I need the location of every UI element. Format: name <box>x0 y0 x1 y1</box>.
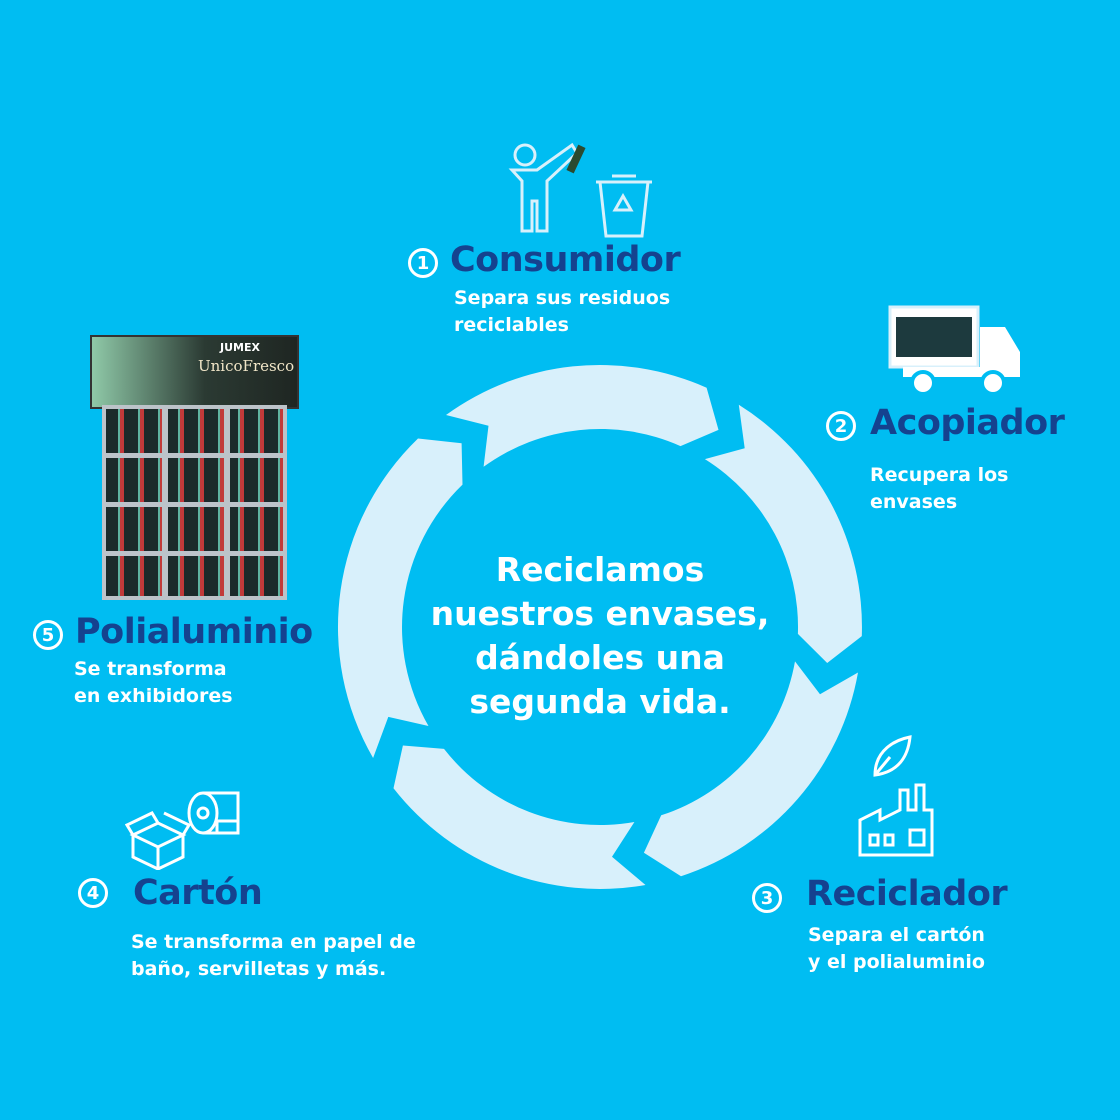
step-description-line: baño, servilletas y más. <box>131 958 387 980</box>
brand-text: JUMEX <box>220 341 260 354</box>
step-number: 3 <box>752 883 782 913</box>
display-header-panel <box>90 335 299 409</box>
center-line: segunda vida. <box>469 682 731 721</box>
step-number: 1 <box>408 248 438 278</box>
step-description-line: reciclables <box>454 314 569 336</box>
person-recycle-bin-icon <box>508 142 652 238</box>
step-number: 2 <box>826 411 856 441</box>
box-toilet-paper-icon <box>125 791 240 870</box>
step-title: Consumidor <box>450 240 681 280</box>
center-line: dándoles una <box>475 638 725 677</box>
step-description-line: y el polialuminio <box>808 951 985 973</box>
step-description-line: Se transforma <box>74 658 227 680</box>
step-title: Acopiador <box>870 403 1065 443</box>
step-description-line: envases <box>870 491 958 513</box>
factory-leaf-icon <box>858 735 934 857</box>
display-rack-image: JUMEX UnicoFresco <box>80 335 299 605</box>
step-description: Se transforma en papel de baño, servillet… <box>131 929 416 983</box>
step-description-line: Recupera los <box>870 464 1009 486</box>
step-title: Cartón <box>133 873 263 913</box>
step-description: Recupera los envases <box>870 462 1008 516</box>
step-description: Se transforma en exhibidores <box>74 656 233 710</box>
cycle-arrow-segment <box>643 661 858 877</box>
step-title: Reciclador <box>806 874 1008 914</box>
step-title: Polialuminio <box>75 612 313 652</box>
product-text: UnicoFresco <box>198 357 295 375</box>
center-message: Reciclamos nuestros envases, dándoles un… <box>400 548 800 724</box>
step-description-line: Se transforma en papel de <box>131 931 416 953</box>
step-description-line: Separa el cartón <box>808 924 985 946</box>
cycle-arrow-segment <box>393 745 646 889</box>
step-description-line: Separa sus residuos <box>454 287 671 309</box>
center-line: nuestros envases, <box>430 594 770 633</box>
cycle-arrow-segment <box>704 404 862 663</box>
step-number: 4 <box>78 878 108 908</box>
step-description: Separa sus residuos reciclables <box>454 285 670 339</box>
step-number: 5 <box>33 620 63 650</box>
cycle-arrow-segment <box>446 365 719 467</box>
step-description: Separa el cartón y el polialuminio <box>808 922 985 976</box>
cycle-arrow-segment <box>337 438 463 758</box>
step-description-line: en exhibidores <box>74 685 233 707</box>
center-line: Reciclamos <box>495 550 705 589</box>
display-shelf-frame <box>102 405 287 600</box>
truck-icon <box>888 305 1020 396</box>
